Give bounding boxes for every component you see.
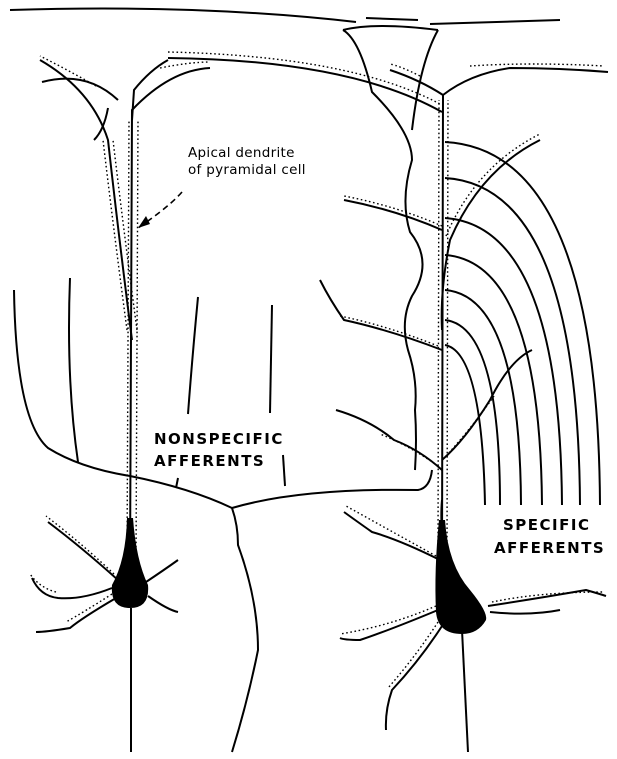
apical-dendrite-label-line1: Apical dendrite: [188, 145, 295, 161]
left-pyramidal-cell: [30, 56, 210, 752]
apical-dendrite-label-line2: of pyramidal cell: [188, 162, 306, 178]
specific-afferent-fibers: [445, 142, 600, 505]
pial-surface-line: [10, 9, 560, 25]
nonspecific-afferent-fibers: [14, 278, 432, 752]
specific-afferents-label-line2: AFFERENTS: [494, 539, 605, 557]
nonspecific-afferents-label-line1: NONSPECIFIC: [154, 430, 284, 448]
wavy-ascending-fiber: [343, 18, 438, 470]
nonspecific-afferents-label-line2: AFFERENTS: [154, 452, 265, 470]
specific-afferents-label-line1: SPECIFIC: [503, 516, 590, 534]
apical-dendrite-pointer-arrowhead: [138, 216, 150, 228]
